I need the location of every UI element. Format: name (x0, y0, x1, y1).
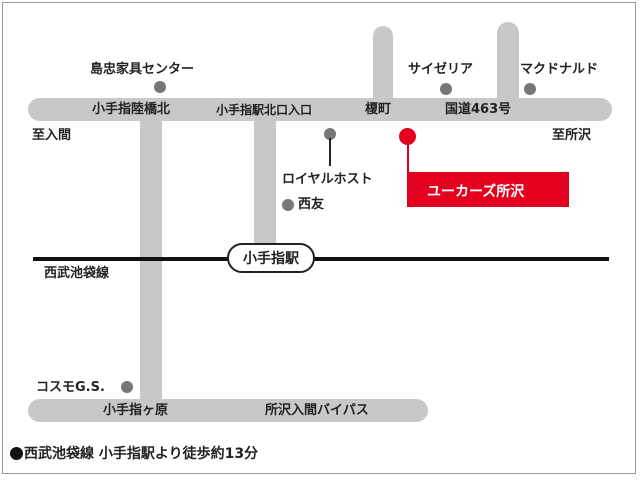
road-label-bypass: 所沢入間バイパス (265, 403, 369, 418)
kotesashi-station: 小手指駅 (227, 243, 315, 273)
landmark-label-seiyu: 西友 (298, 197, 325, 212)
landmark-label-saizeriya: サイゼリア (408, 62, 474, 77)
bottom-road (28, 399, 428, 422)
landmark-label-mcdonalds: マクドナルド (520, 62, 599, 77)
railway-line-left (33, 257, 229, 261)
road-label-enoki: 榎町 (365, 102, 392, 117)
furniture-center-marker (154, 81, 166, 93)
road-label-station-north-entrance: 小手指駅北口入口 (216, 103, 313, 117)
railway-line-right (313, 257, 609, 261)
direction-iruma: 至入間 (32, 128, 72, 143)
road-label-kotesashigahara: 小手指ヶ原 (103, 403, 169, 418)
royal-host-marker (324, 128, 336, 140)
note-bullet-icon (10, 447, 23, 460)
mcdonalds-marker (524, 83, 536, 95)
station-name: 小手指駅 (243, 251, 299, 267)
destination-name: ユーカーズ所沢 (427, 184, 525, 200)
route463-vertical-road (497, 22, 519, 110)
access-note: 西武池袋線 小手指駅より徒歩約13分 (24, 446, 259, 462)
top-road (28, 98, 612, 121)
railway-line-label: 西武池袋線 (44, 266, 110, 281)
station-access-road (254, 109, 276, 249)
seiyu-marker (282, 199, 294, 211)
royal-host-leader (329, 138, 331, 166)
landmark-label-furniture-center: 島忠家具センター (90, 62, 195, 77)
road-label-route-463: 国道463号 (445, 102, 512, 117)
map-frame (2, 2, 636, 474)
saizeriya-marker (440, 83, 452, 95)
landmark-label-cosmo: コスモG.S. (36, 380, 105, 395)
cosmo-marker (121, 381, 133, 393)
direction-tokorozawa: 至所沢 (552, 128, 592, 143)
destination-marker (399, 128, 416, 145)
destination-leader (407, 137, 409, 207)
enoki-vertical-road (373, 26, 393, 110)
road-label-kotesashi-rikkyo-kita: 小手指陸橋北 (92, 102, 171, 117)
landmark-label-royal-host: ロイヤルホスト (282, 172, 373, 187)
destination-box: ユーカーズ所沢 (409, 172, 569, 207)
